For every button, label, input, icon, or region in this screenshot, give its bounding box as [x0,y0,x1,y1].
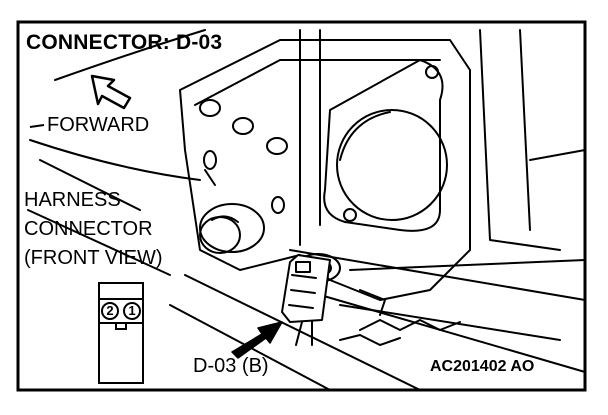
diagram-title: CONNECTOR: D-03 [26,31,223,54]
connector-front-view [98,282,144,384]
harness-line-2: CONNECTOR [24,218,153,240]
harness-line-1: HARNESS [24,189,121,211]
forward-label: FORWARD [47,114,150,136]
connector-pointer-arrow-icon [231,321,283,359]
vehicle-structure [27,29,586,391]
harness-connector-label: HARNESS CONNECTOR (FRONT VIEW) [24,186,163,273]
pin-number-1: 1 [128,303,136,318]
harness-line-3: (FRONT VIEW) [24,247,163,269]
forward-leader [29,124,45,128]
forward-arrow-icon [90,74,132,110]
figure-code: AC201402 AO [430,358,535,375]
connector-id-label: D-03 (B) [193,355,269,377]
pin-number-2: 2 [106,303,114,318]
